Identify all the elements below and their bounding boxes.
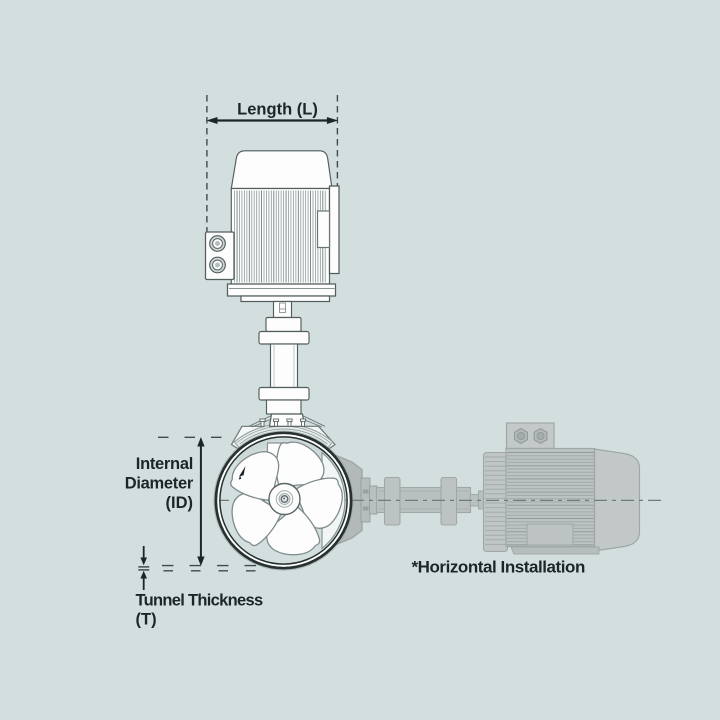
svg-text:(T): (T): [136, 611, 157, 629]
svg-text:*Horizontal Installation: *Horizontal Installation: [412, 558, 585, 577]
svg-text:Tunnel Thickness: Tunnel Thickness: [136, 592, 263, 610]
svg-text:(ID): (ID): [166, 494, 194, 512]
svg-text:Length (L): Length (L): [237, 101, 318, 119]
svg-text:Diameter: Diameter: [125, 475, 194, 493]
svg-text:Internal: Internal: [136, 455, 193, 473]
